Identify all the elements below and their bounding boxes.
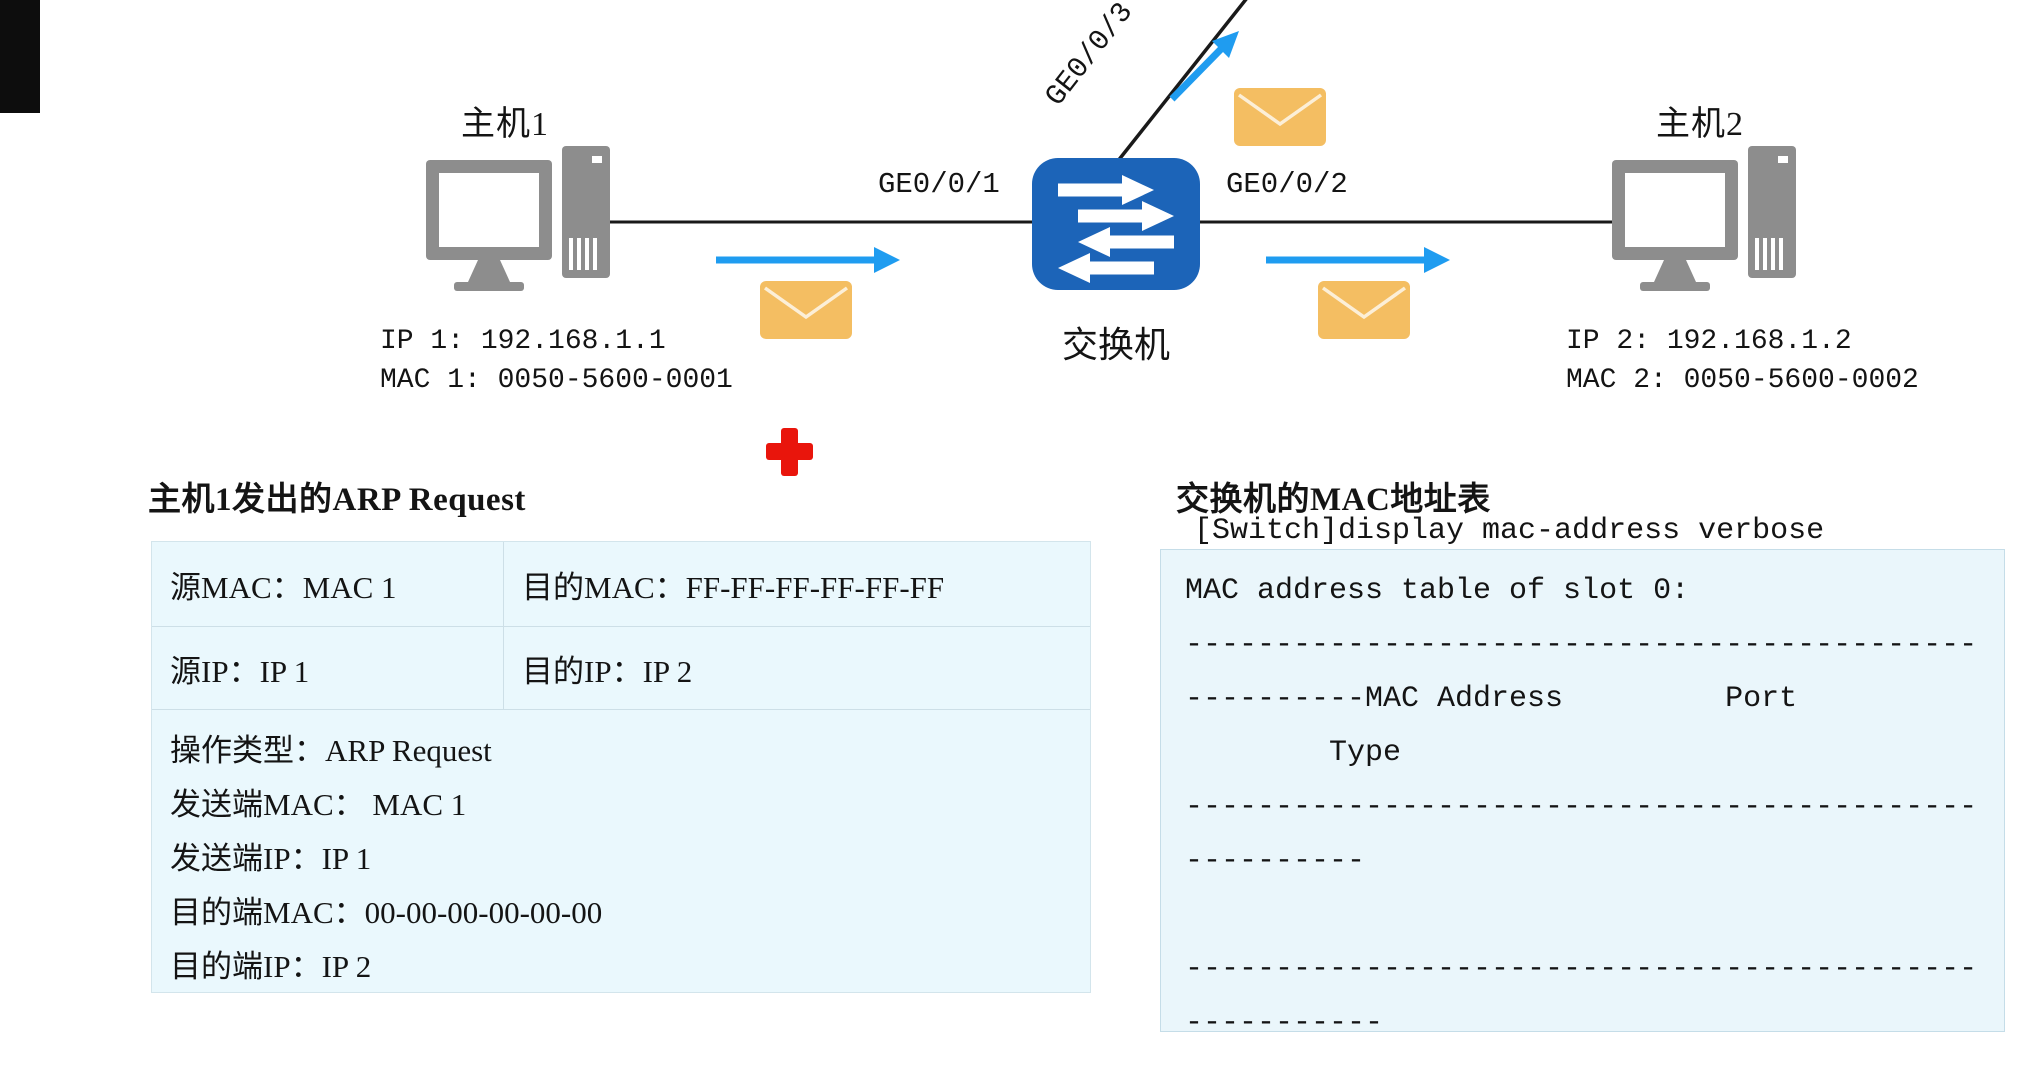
- mac-display-command: [Switch]display mac-address verbose: [1194, 514, 1825, 548]
- host2-mac: MAC 2: 0050-5600-0002: [1566, 365, 1919, 396]
- packet-envelope-uplink-icon: [1232, 86, 1328, 148]
- arp-detail-op-type: 操作类型：ARP Request: [170, 733, 492, 768]
- arp-table-row-ip: 源IP：IP 1 目的IP：IP 2: [152, 627, 1090, 710]
- arp-detail-sender-mac: 发送端MAC： MAC 1: [170, 787, 467, 822]
- host2-ip: IP 2: 192.168.1.2: [1566, 326, 1852, 357]
- red-cross-icon: [766, 428, 813, 476]
- host1-ip: IP 1: 192.168.1.1: [380, 326, 666, 357]
- arp-src-ip-cell: 源IP：IP 1: [152, 627, 504, 709]
- terminal-line: ----------------------------------------…: [1185, 628, 1978, 662]
- flow-arrow-switch-to-host2: [1266, 247, 1450, 273]
- arp-detail-target-ip: 目的端IP：IP 2: [170, 949, 372, 984]
- terminal-line: MAC address table of slot 0:: [1185, 574, 1690, 608]
- switch-label: 交换机: [1061, 325, 1170, 365]
- flow-arrow-uplink: [1169, 31, 1239, 102]
- host2-label: 主机2: [1656, 106, 1744, 143]
- host2-icon: [1612, 146, 1796, 291]
- arp-detail-target-mac: 目的端MAC：00-00-00-00-00-00: [170, 895, 603, 930]
- host1-mac: MAC 1: 0050-5600-0001: [380, 365, 733, 396]
- arp-src-mac-cell: 源MAC：MAC 1: [152, 542, 504, 626]
- port-label-ge0-0-2: GE0/0/2: [1226, 168, 1348, 201]
- arp-request-table: 源MAC：MAC 1 目的MAC：FF-FF-FF-FF-FF-FF 源IP：I…: [151, 541, 1091, 993]
- terminal-line: [1185, 888, 1980, 942]
- switch-icon: [1032, 158, 1200, 290]
- flow-arrow-host1-to-switch: [716, 247, 900, 273]
- packet-envelope-right-icon: [1316, 279, 1412, 341]
- arp-detail-block: 操作类型：ARP Request 发送端MAC： MAC 1 发送端IP：IP …: [152, 710, 1090, 994]
- terminal-line: Type: [1185, 736, 1402, 770]
- host1-label: 主机1: [461, 106, 549, 143]
- corner-artifact: [0, 0, 40, 113]
- packet-envelope-left-icon: [758, 279, 854, 341]
- arp-table-row-mac: 源MAC：MAC 1 目的MAC：FF-FF-FF-FF-FF-FF: [152, 542, 1090, 627]
- host1-icon: [426, 146, 610, 291]
- link-ge3-uplink: [1104, 0, 1248, 178]
- mac-panel-title: 交换机的MAC地址表: [1176, 482, 1491, 518]
- mac-address-terminal: MAC address table of slot 0: -----------…: [1160, 549, 2005, 1040]
- arp-detail-sender-ip: 发送端IP：IP 1: [170, 841, 372, 876]
- terminal-line: -----------: [1185, 1006, 1384, 1040]
- terminal-line: ----------------------------------------…: [1185, 952, 1978, 986]
- terminal-line: ----------: [1185, 844, 1366, 878]
- arp-panel-title: 主机1发出的ARP Request: [148, 482, 526, 518]
- terminal-line: ----------MAC Address Port: [1185, 682, 1798, 716]
- arp-dst-ip-cell: 目的IP：IP 2: [522, 653, 693, 689]
- port-label-ge0-0-1: GE0/0/1: [878, 168, 1000, 201]
- arp-dst-mac-cell: 目的MAC：FF-FF-FF-FF-FF-FF: [522, 569, 945, 605]
- terminal-line: ----------------------------------------…: [1185, 790, 1978, 824]
